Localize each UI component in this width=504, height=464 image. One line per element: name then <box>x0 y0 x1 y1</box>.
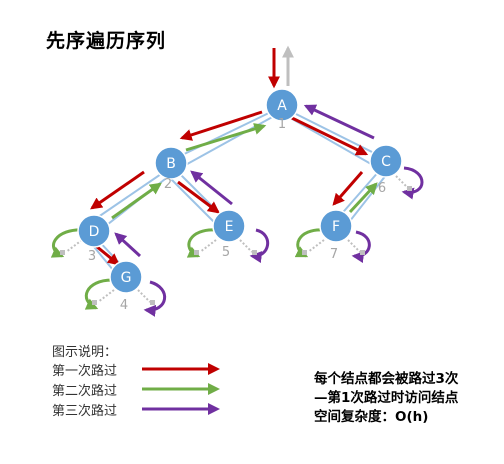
notes: 每个结点都会被路过3次 —第1次路过时访问结点 空间复杂度：O(h) <box>314 370 458 427</box>
node-label-g: G <box>121 270 132 286</box>
note-line-1: 每个结点都会被路过3次 <box>314 371 459 387</box>
page-title: 先序遍历序列 <box>46 30 167 52</box>
first-pass-d-g <box>95 244 120 266</box>
third-pass-c-a <box>303 104 375 140</box>
loop-g-green <box>84 278 113 310</box>
visit-order-f: 7 <box>330 247 338 262</box>
node-b <box>154 146 188 180</box>
note-line-2: —第1次路过时访问结点 <box>314 390 459 406</box>
second-pass-f-c <box>348 182 378 214</box>
loop-e-purple <box>249 228 269 264</box>
edge-c-f <box>337 169 391 227</box>
loop-c-purple <box>401 166 424 200</box>
loop-e-green <box>186 228 217 258</box>
first-pass-b-d <box>90 170 145 210</box>
first-pass-a-c <box>291 116 369 156</box>
null-child-stubs <box>60 175 412 305</box>
node-e <box>212 209 246 243</box>
legend-label: 第一次路过 <box>52 364 118 379</box>
node-g <box>109 260 143 294</box>
loop-f-purple <box>351 230 371 264</box>
node-label-a: A <box>277 98 287 114</box>
legend-arrow <box>142 403 220 415</box>
tree-nodes: A 1B 2 C 6D 3 E 5 F 7G 4 <box>77 88 403 313</box>
node-label-b: B <box>166 156 176 172</box>
second-pass-b-a <box>185 123 267 152</box>
node-a <box>265 88 299 122</box>
loop-d-green <box>50 228 85 258</box>
visit-order-a: 1 <box>278 117 286 132</box>
first-pass-arrows <box>90 110 369 266</box>
node-f <box>319 209 353 243</box>
loop-g-purple <box>143 280 167 317</box>
node-d <box>77 214 111 248</box>
node-label-f: F <box>332 219 340 235</box>
first-pass-b-e <box>177 180 220 214</box>
note-line-3: 空间复杂度：O(h) <box>314 409 429 425</box>
second-pass-d-b <box>111 182 162 220</box>
node-label-c: C <box>381 154 391 170</box>
first-pass-a-b <box>179 110 263 141</box>
node-label-e: E <box>225 219 234 235</box>
visit-order-c: 6 <box>378 181 386 196</box>
third-pass-arrows <box>114 104 424 317</box>
second-pass-arrows <box>50 123 378 310</box>
third-pass-e-b <box>190 170 233 206</box>
edge-a-b <box>175 109 286 169</box>
legend-title: 图示说明： <box>52 345 118 360</box>
node-c <box>369 144 403 178</box>
visit-order-g: 4 <box>120 298 128 313</box>
first-pass-c-f <box>332 171 364 206</box>
legend-arrow <box>142 363 220 375</box>
node-label-d: D <box>89 224 100 240</box>
legend-label: 第二次路过 <box>52 384 118 399</box>
third-pass-g-d <box>114 232 142 258</box>
visit-order-d: 3 <box>88 249 96 264</box>
visit-order-e: 5 <box>222 245 230 260</box>
legend-label: 第三次路过 <box>52 404 118 419</box>
visit-order-b: 2 <box>164 177 172 192</box>
legend-arrow <box>142 383 220 395</box>
